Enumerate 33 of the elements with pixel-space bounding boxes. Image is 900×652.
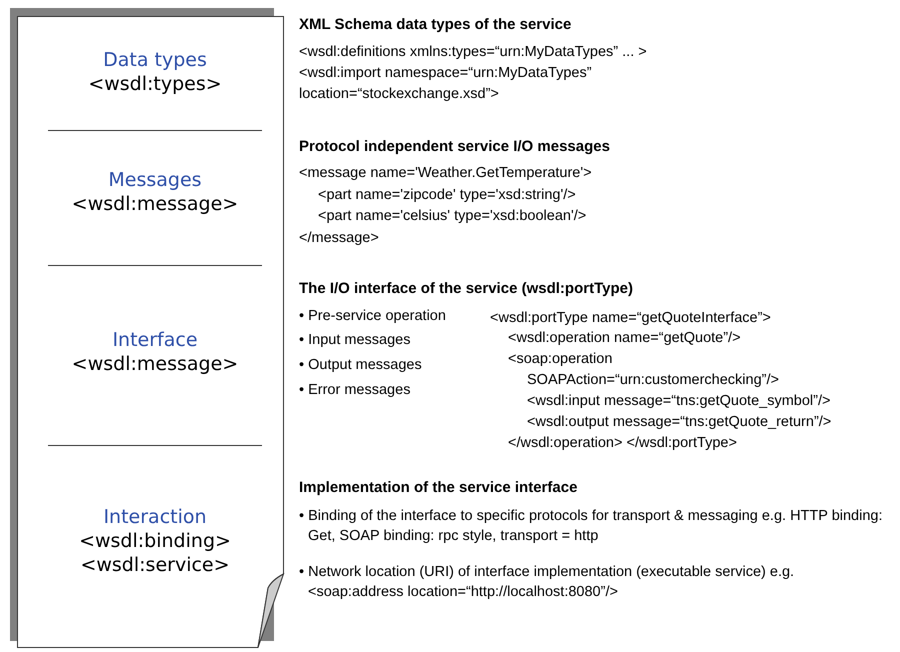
- code-line: <wsdl:operation name=“getQuote”/>: [508, 329, 741, 348]
- bullet-item: • Error messages: [299, 381, 410, 400]
- code-line: <wsdl:definitions xmlns:types=“urn:MyDataTypes” ... >: [299, 43, 647, 62]
- code-line: SOAPAction=“urn:customerchecking”/>: [527, 371, 779, 390]
- code-line: <part name='celsius' type='xsd:boolean'/>: [318, 207, 586, 226]
- section-heading: Implementation of the service interface: [299, 478, 578, 498]
- section-title: Data types: [103, 48, 207, 72]
- element-tag: <wsdl:binding>: [79, 529, 231, 553]
- bullet-item: • Pre-service operation: [299, 307, 446, 326]
- bullet-item: • Input messages: [299, 331, 410, 350]
- section-heading: Protocol independent service I/O messages: [299, 137, 610, 157]
- section-title: Interface: [112, 328, 198, 352]
- code-line: </wsdl:operation> </wsdl:portType>: [508, 434, 737, 453]
- section-title: Interaction: [103, 505, 207, 529]
- code-line: location=“stockexchange.xsd”>: [299, 85, 499, 104]
- bullet-item: • Binding of the interface to specific protocols for transport & messaging e.g. HTTP binding: Get, SOAP binding: rpc style, transport = http: [299, 507, 884, 546]
- element-tag: <wsdl:message>: [72, 352, 238, 376]
- element-tag: <wsdl:types>: [88, 72, 222, 96]
- section-title: Messages: [108, 168, 202, 192]
- code-line: <wsdl:portType name=“getQuoteInterface”>: [490, 309, 771, 328]
- bullet-item: • Network location (URI) of interface implementation (executable service) e.g. <soap:address location=“http://localhost:8080”/>: [299, 563, 796, 602]
- section-heading: XML Schema data types of the service: [299, 15, 572, 35]
- element-tag: <wsdl:service>: [80, 553, 230, 577]
- code-line: <wsdl:input message=“tns:getQuote_symbol”/>: [527, 392, 830, 411]
- element-tag: <wsdl:message>: [72, 192, 238, 216]
- code-line: <wsdl:output message=“tns:getQuote_return”/>: [527, 413, 832, 432]
- code-line: <soap:operation: [508, 350, 612, 369]
- code-line: <message name='Weather.GetTemperature'>: [299, 164, 592, 183]
- section-heading: The I/O interface of the service (wsdl:portType): [299, 279, 633, 299]
- code-line: </message>: [299, 229, 379, 248]
- bullet-item: • Output messages: [299, 356, 422, 375]
- code-line: <wsdl:import namespace=“urn:MyDataTypes”: [299, 64, 592, 83]
- code-line: <part name='zipcode' type='xsd:string'/>: [318, 186, 576, 205]
